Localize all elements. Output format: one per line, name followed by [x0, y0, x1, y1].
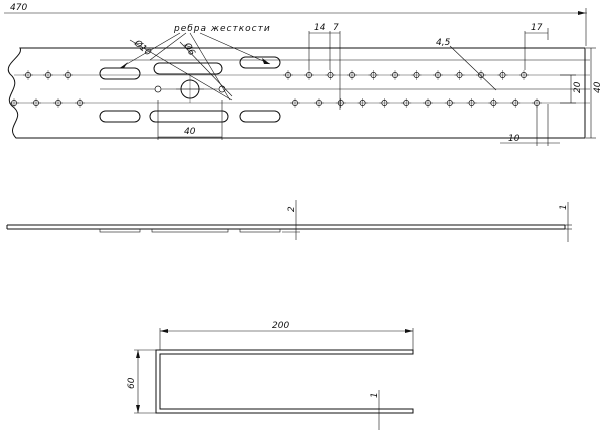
dim-bracket-length: 200: [272, 321, 289, 331]
rib-slot: [239, 56, 281, 69]
leader-line: [149, 32, 187, 61]
dia-leader: [129, 39, 233, 101]
rib-note: ребра жесткости: [173, 24, 271, 34]
dim-rib-height: 2: [287, 206, 297, 212]
rib-slot: [153, 62, 223, 75]
side-hole: [154, 85, 162, 93]
leader-line: [449, 45, 497, 91]
dim-small-hole: 4,5: [436, 38, 451, 48]
dim-hole-diameter: Ø6: [181, 40, 198, 58]
dim-bracket-height: 60: [127, 377, 137, 389]
dim-hole-offset: 7: [333, 23, 339, 33]
arrow-head: [136, 350, 140, 358]
arrow-head: [136, 405, 140, 413]
arrow-head: [405, 329, 413, 333]
bracket-view: 200 60 1: [127, 321, 414, 430]
dim-bracket-thickness: 1: [370, 392, 380, 398]
rib-slot: [149, 110, 229, 123]
dim-edge-offset: 10: [508, 134, 520, 144]
dim-strip-thickness: 1: [559, 204, 569, 210]
arrow-head: [262, 58, 270, 64]
leader-line: [199, 32, 271, 65]
plate-side-view: 2 1: [6, 200, 572, 242]
dim-end-offset: 17: [531, 23, 543, 33]
arrow-head: [120, 62, 128, 68]
rib-slot: [99, 110, 141, 123]
plate-top-view: 470 ребра жесткости Ø10 Ø6 14 7 4,5 17 2…: [4, 3, 603, 146]
dia-leader: [179, 41, 233, 97]
hole-row-top: [23, 70, 529, 80]
leader-line: [189, 32, 231, 101]
rib-profile: [151, 228, 229, 233]
bracket-outline: [155, 349, 414, 414]
dim-row-spacing: 20: [573, 81, 583, 93]
rib-profile: [239, 228, 281, 233]
dim-hole-pitch: 14: [314, 23, 326, 33]
arrow-head: [578, 11, 586, 15]
rib-slot: [99, 67, 141, 80]
arrow-head: [160, 329, 168, 333]
leader-line: [119, 32, 181, 69]
dim-big-hole-spacing: 40: [184, 127, 196, 137]
dim-overall-length: 470: [10, 3, 27, 13]
rib-profile: [99, 228, 141, 233]
plate-outline: [7, 47, 586, 139]
dim-strip-width: 40: [593, 81, 603, 93]
rib-slot: [239, 110, 281, 123]
hole-row-bottom: [9, 98, 542, 108]
